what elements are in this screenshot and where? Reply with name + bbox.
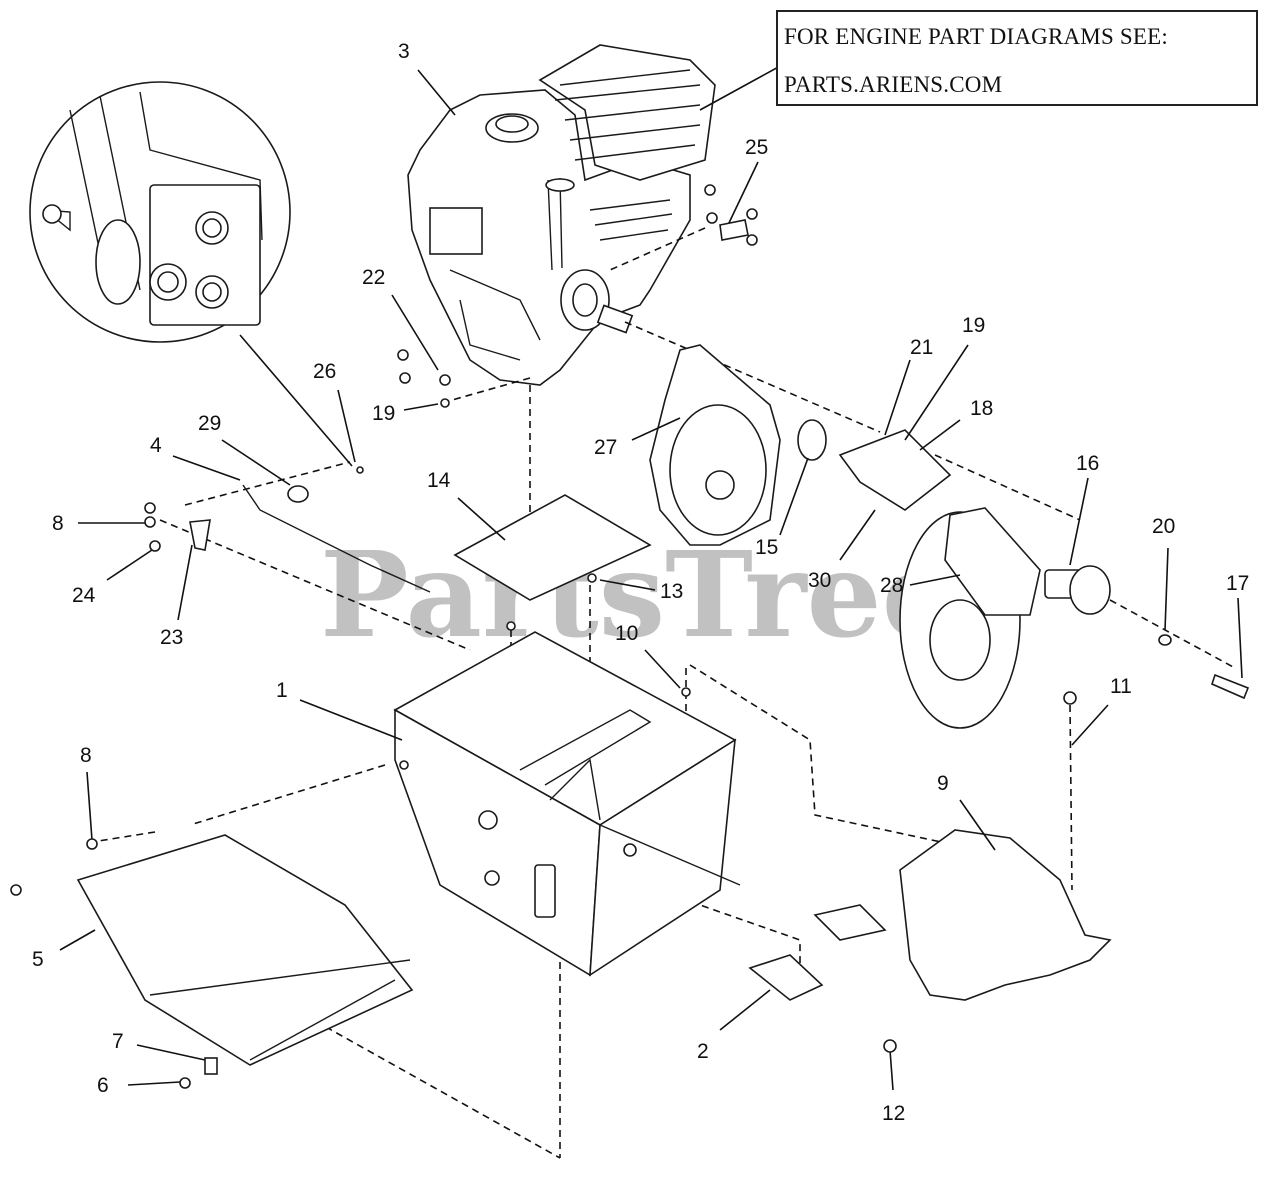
callout-30: 30 xyxy=(808,569,831,592)
callout-16: 16 xyxy=(1076,452,1099,475)
hardware xyxy=(10,184,1077,1089)
detail-inset xyxy=(29,81,291,343)
callout-20: 20 xyxy=(1152,515,1175,538)
note-line-2: PARTS.ARIENS.COM xyxy=(784,72,1003,97)
callout-13: 13 xyxy=(660,580,683,603)
engine-parts-note: FOR ENGINE PART DIAGRAMS SEE: PARTS.ARIE… xyxy=(776,10,1258,106)
callout-29: 29 xyxy=(198,412,221,435)
note-line-1: FOR ENGINE PART DIAGRAMS SEE: xyxy=(784,24,1168,49)
rod-part-4 xyxy=(242,484,431,593)
callout-3: 3 xyxy=(398,40,410,63)
callout-8-upper: 8 xyxy=(52,512,64,535)
pulley-parts xyxy=(649,344,1250,729)
callout-26: 26 xyxy=(313,360,336,383)
engine xyxy=(407,44,716,386)
inset-leader xyxy=(239,334,353,467)
plate-part-14 xyxy=(453,494,652,601)
callout-22: 22 xyxy=(362,266,385,289)
callout-labels: 3 25 22 19 26 29 4 8 24 23 14 27 15 30 2… xyxy=(32,40,1249,1125)
callout-2: 2 xyxy=(697,1040,709,1063)
callout-25: 25 xyxy=(745,136,768,159)
callout-21: 21 xyxy=(910,336,933,359)
callout-27: 27 xyxy=(594,436,617,459)
lower-plate-part-5 xyxy=(76,834,414,1066)
belt-cover-part-9 xyxy=(899,829,1112,1001)
callout-19-right: 19 xyxy=(962,314,985,337)
callout-4: 4 xyxy=(150,434,162,457)
callout-15: 15 xyxy=(755,536,778,559)
callout-8-lower: 8 xyxy=(80,744,92,767)
frame-part-1 xyxy=(393,631,741,977)
callout-9: 9 xyxy=(937,772,949,795)
callout-17: 17 xyxy=(1226,572,1249,595)
callout-10: 10 xyxy=(615,622,638,645)
leader-lines xyxy=(59,64,1243,1091)
bracket-part-2b xyxy=(813,904,887,941)
bearing-part-29 xyxy=(287,485,309,503)
callout-11: 11 xyxy=(1110,675,1132,698)
callout-7: 7 xyxy=(112,1030,124,1053)
callout-14: 14 xyxy=(427,469,451,492)
callout-12: 12 xyxy=(882,1102,905,1125)
callout-28: 28 xyxy=(880,574,903,597)
callout-18: 18 xyxy=(970,397,993,420)
callout-5: 5 xyxy=(32,948,44,971)
callout-19-left: 19 xyxy=(372,402,395,425)
bracket-part-2 xyxy=(748,954,824,1001)
callout-23: 23 xyxy=(160,626,183,649)
bracket-part-23 xyxy=(189,519,211,551)
callout-6: 6 xyxy=(97,1074,109,1097)
callout-24: 24 xyxy=(72,584,96,607)
callout-1: 1 xyxy=(276,679,288,702)
